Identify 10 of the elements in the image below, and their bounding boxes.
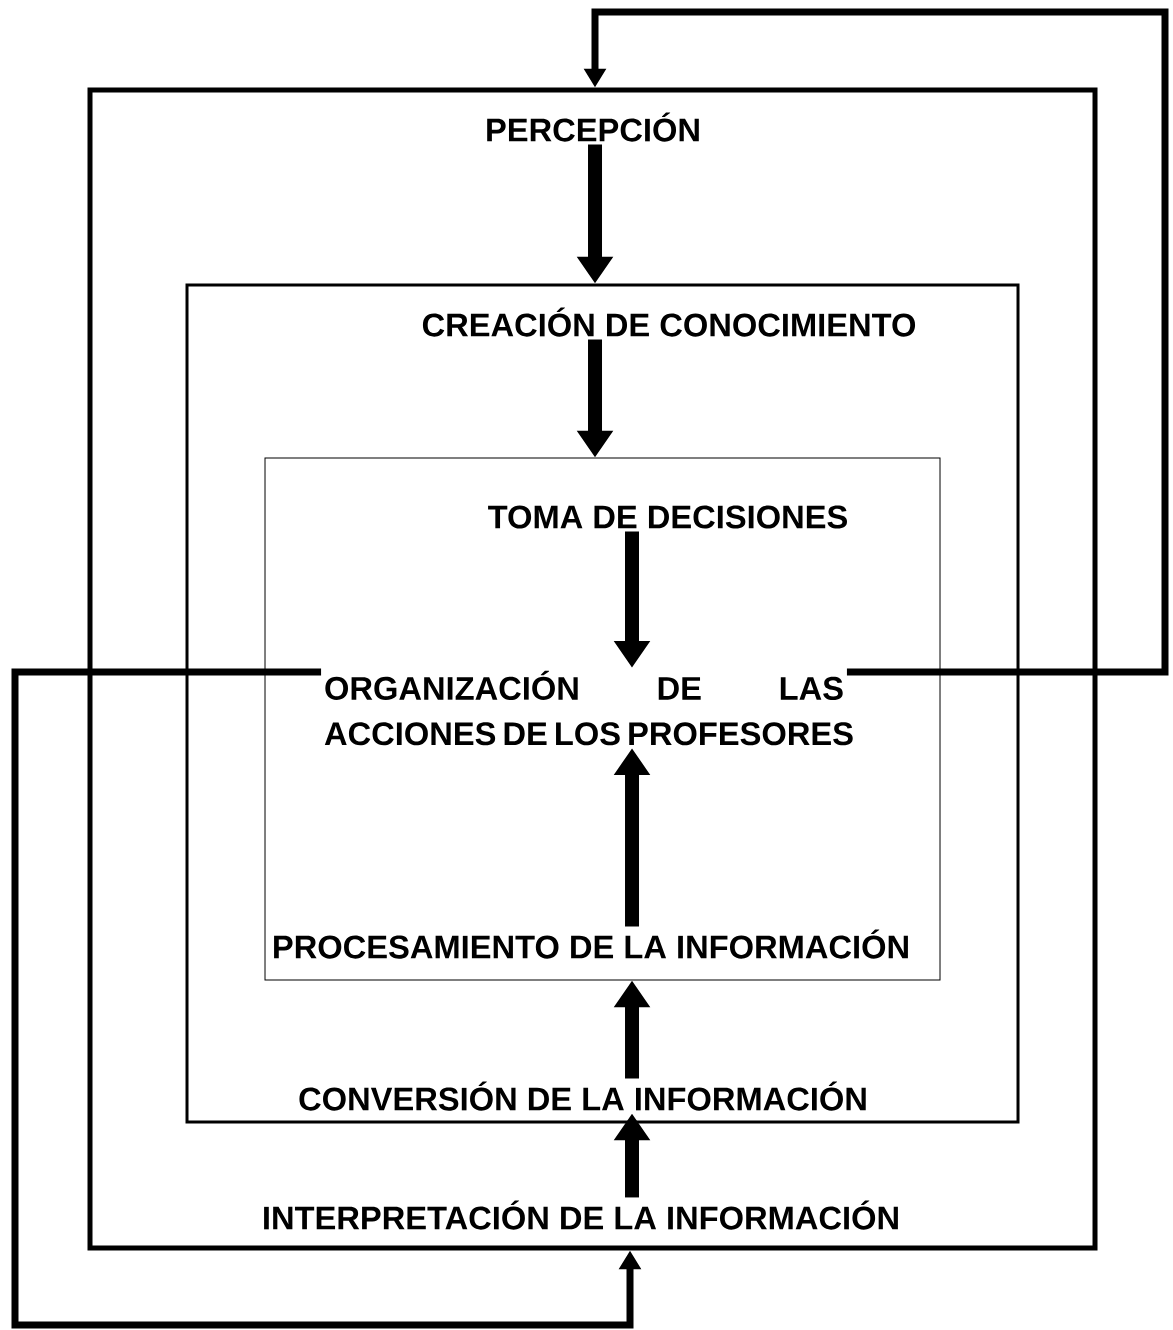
- frame-box: [87, 87, 1098, 1251]
- node-label: PROCESAMIENTO DE LA INFORMACIÓN: [274, 929, 908, 959]
- node-label: ORGANIZACIÓN DE LAS ACCIONES DE LOS PROFESORES: [324, 670, 853, 746]
- frame-box: [264, 457, 941, 981]
- node-label: INTERPRETACIÓN DE LA INFORMACIÓN: [264, 1200, 898, 1230]
- node-label: PERCEPCIÓN: [487, 112, 699, 142]
- frame-box: [185, 283, 1020, 1124]
- node-label: TOMA DE DECISIONES: [488, 505, 847, 529]
- node-label: CONVERSIÓN DE LA INFORMACIÓN: [299, 1081, 866, 1111]
- node-label: CREACIÓN DE CONOCIMIENTO: [422, 307, 916, 337]
